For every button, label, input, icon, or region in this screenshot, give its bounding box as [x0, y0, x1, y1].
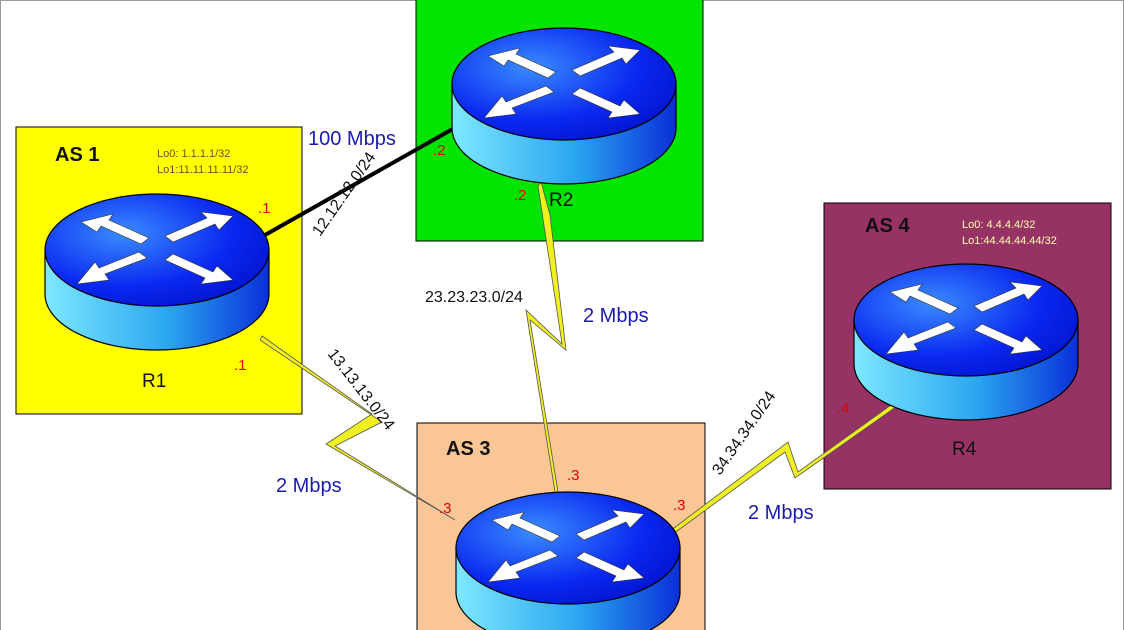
as4-title: AS 4 [865, 215, 910, 237]
ip-r2-to-r1: .2 [433, 142, 446, 159]
as4-loopback1: Lo1:44.44.44.44/32 [962, 235, 1057, 247]
as3-title: AS 3 [446, 438, 490, 460]
subnet-label-r1-r2: 12.12.12.0/24 [309, 149, 379, 239]
as4-loopback0: Lo0: 4.4.4.4/32 [962, 219, 1035, 231]
ip-r3-to-r2: .3 [567, 467, 580, 484]
ethernet-link-r1-r2 [264, 124, 459, 237]
ip-r3-to-r1: .3 [439, 500, 452, 517]
subnet-label-r2-r3: 23.23.23.0/24 [425, 289, 523, 306]
serial-link-r1-r3 [259, 335, 456, 521]
subnet-label-r3-r4: 34.34.34.0/24 [709, 388, 779, 478]
speed-label-r3-r4: 2 Mbps [748, 502, 814, 524]
router-label-r1: R1 [142, 371, 166, 392]
ip-r1-to-r3: .1 [234, 357, 247, 374]
ip-r3-to-r4: .3 [673, 497, 686, 514]
router-icon-r3[interactable] [455, 491, 681, 630]
router-label-r2: R2 [549, 190, 573, 211]
router-icon-r2[interactable] [451, 27, 677, 185]
speed-label-r2-r3: 2 Mbps [583, 305, 649, 327]
router-label-r4: R4 [952, 439, 977, 460]
as1-title: AS 1 [55, 144, 99, 166]
router-icon-r1[interactable] [44, 193, 270, 351]
router-icon-r4[interactable] [853, 263, 1079, 421]
speed-label-r1-r3: 2 Mbps [276, 475, 342, 497]
as1-loopback1: Lo1:11.11.11.11/32 [157, 164, 249, 176]
ip-r1-to-r2: .1 [258, 200, 271, 217]
speed-label-r1-r2: 100 Mbps [308, 128, 396, 150]
as1-loopback0: Lo0: 1.1.1.1/32 [157, 148, 230, 160]
ip-r4-to-r3: .4 [837, 400, 850, 417]
ip-r2-to-r3: .2 [514, 187, 527, 204]
